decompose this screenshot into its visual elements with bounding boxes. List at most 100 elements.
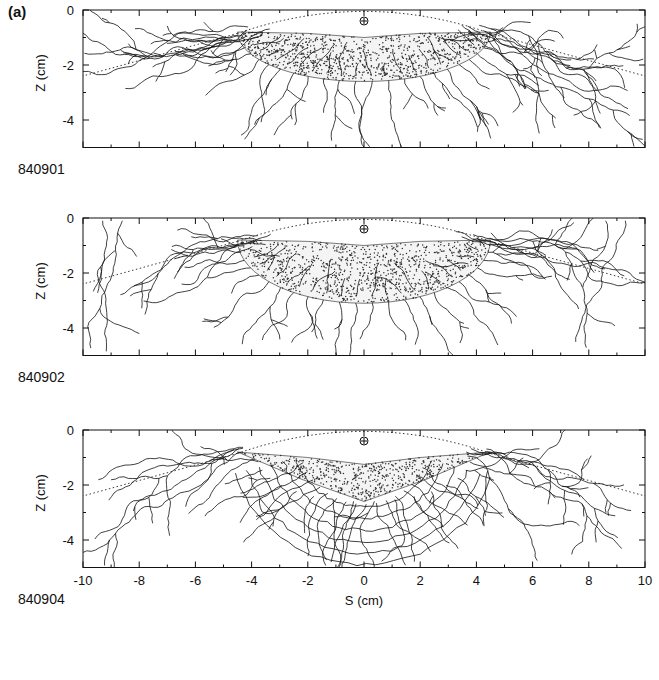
stipple-dot — [348, 78, 350, 80]
stipple-dot — [455, 33, 457, 35]
stipple-dot — [339, 258, 341, 260]
stipple-dot — [268, 262, 270, 264]
stipple-dot — [459, 250, 461, 252]
stipple-dot — [473, 51, 475, 53]
stipple-dot — [391, 36, 393, 38]
stipple-dot — [324, 78, 326, 80]
stipple-dot — [312, 250, 314, 252]
stipple-dot — [344, 67, 346, 69]
stipple-dot — [336, 250, 338, 252]
stipple-dot — [353, 56, 355, 58]
crack-line — [459, 65, 489, 89]
stipple-dot — [285, 272, 287, 274]
stipple-dot — [378, 271, 380, 273]
crack-line — [335, 115, 352, 129]
stipple-dot — [349, 254, 351, 256]
stipple-dot — [355, 77, 357, 79]
crack-line — [539, 93, 556, 118]
stipple-dot — [413, 264, 415, 266]
stipple-dot — [418, 244, 420, 246]
crack-line — [85, 10, 136, 50]
stipple-dot — [390, 60, 392, 62]
stipple-dot — [369, 54, 371, 56]
stipple-dot — [324, 63, 326, 65]
stipple-dot — [407, 66, 409, 68]
stipple-dot — [350, 51, 352, 53]
stipple-dot — [263, 271, 265, 273]
stipple-dot — [370, 273, 372, 275]
stipple-dot — [303, 67, 305, 69]
stipple-dot — [425, 254, 427, 256]
stipple-dot — [426, 287, 428, 289]
charge-marker — [360, 17, 368, 25]
stipple-dot — [382, 285, 384, 287]
stipple-dot — [408, 46, 410, 48]
stipple-dot — [376, 245, 378, 247]
stipple-dot — [317, 255, 319, 257]
stipple-dot — [289, 289, 291, 291]
stipple-dot — [428, 287, 430, 289]
stipple-dot — [302, 57, 304, 59]
initial-surface — [83, 33, 238, 76]
stipple-dot — [412, 290, 414, 292]
stipple-dot — [399, 275, 401, 277]
stipple-dot — [330, 291, 332, 293]
stipple-dot — [448, 243, 450, 245]
stipple-dot — [297, 38, 299, 40]
stipple-dot — [271, 50, 273, 52]
stipple-dot — [339, 294, 341, 296]
stipple-dot — [418, 55, 420, 57]
stipple-dot — [343, 37, 345, 39]
stipple-dot — [302, 257, 304, 259]
stipple-dot — [242, 36, 244, 38]
stipple-dot — [348, 50, 350, 52]
stipple-dot — [439, 39, 441, 41]
stipple-dot — [330, 75, 332, 77]
stipple-dot — [342, 36, 344, 38]
crack-line — [291, 76, 308, 119]
stipple-dot — [360, 56, 362, 58]
stipple-dot — [457, 241, 459, 243]
stipple-dot — [270, 244, 272, 246]
stipple-dot — [321, 266, 323, 268]
crack-line — [576, 45, 597, 60]
stipple-dot — [481, 38, 483, 40]
crack-line — [295, 104, 297, 125]
stipple-dot — [281, 52, 283, 54]
stipple-dot — [438, 276, 440, 278]
stipple-dot — [252, 43, 254, 45]
stipple-dot — [339, 282, 341, 284]
stipple-dot — [356, 44, 358, 46]
stipple-dot — [438, 282, 440, 284]
stipple-dot — [252, 55, 254, 57]
stipple-dot — [307, 44, 309, 46]
stipple-dot — [330, 284, 332, 286]
stipple-dot — [425, 74, 427, 76]
stipple-dot — [366, 262, 368, 264]
stipple-dot — [312, 66, 314, 68]
stipple-dot — [348, 75, 350, 77]
stipple-dot — [399, 38, 401, 40]
stipple-dot — [318, 292, 320, 294]
stipple-dot — [403, 296, 405, 298]
stipple-dot — [277, 272, 279, 274]
stipple-dot — [419, 261, 421, 263]
stipple-dot — [469, 248, 471, 250]
stipple-dot — [387, 300, 389, 302]
stipple-dot — [352, 289, 354, 291]
stipple-dot — [261, 248, 263, 250]
stipple-dot — [255, 47, 257, 49]
stipple-dot — [294, 267, 296, 269]
stipple-dot — [475, 259, 477, 261]
stipple-dot — [393, 260, 395, 262]
stipple-dot — [264, 277, 266, 279]
stipple-dot — [478, 265, 480, 267]
stipple-dot — [387, 293, 389, 295]
stipple-dot — [305, 42, 307, 44]
stipple-dot — [341, 75, 343, 77]
stipple-dot — [399, 77, 401, 79]
stipple-dot — [409, 47, 411, 49]
stipple-dot — [358, 300, 360, 302]
stipple-dot — [453, 62, 455, 64]
stipple-dot — [316, 280, 318, 282]
